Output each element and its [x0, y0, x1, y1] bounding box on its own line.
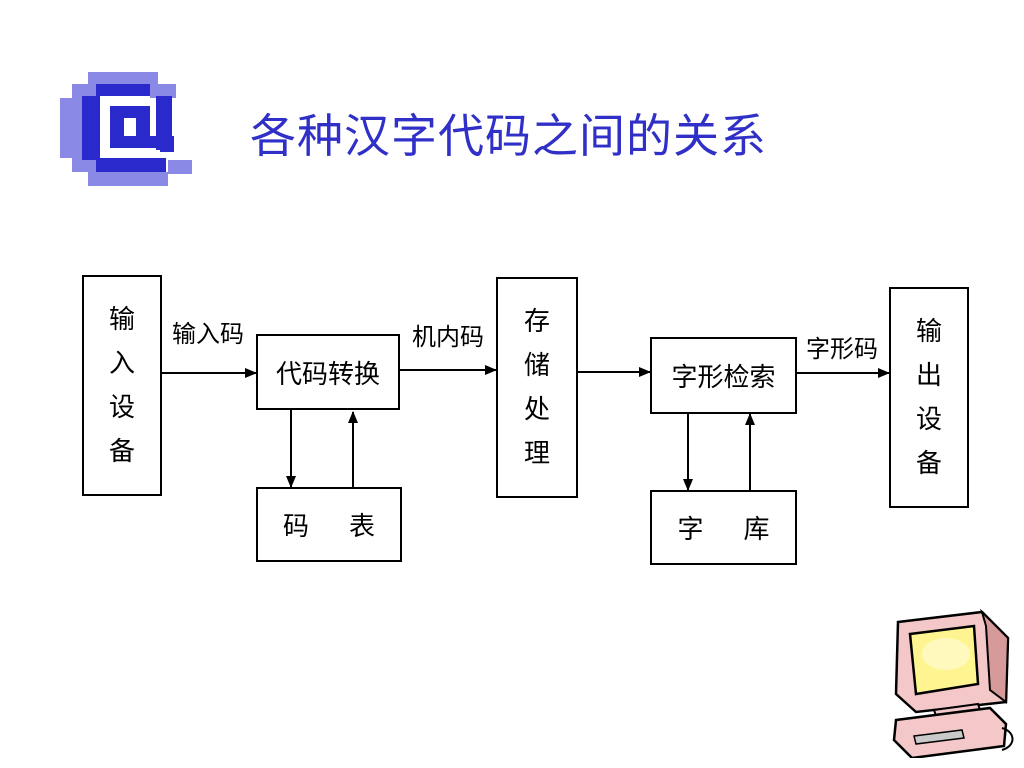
- output-device-box: 输 出 设 备: [889, 287, 969, 508]
- glyph-search-box: 字形检索: [650, 337, 797, 414]
- input-device-box: 输 入 设 备: [82, 275, 162, 496]
- code-table-box: 码 表: [256, 487, 402, 562]
- label-input-code: 输入码: [172, 320, 244, 348]
- at-sign-logo-icon: [60, 72, 192, 186]
- computer-clipart-icon: [892, 608, 1014, 758]
- page-title: 各种汉字代码之间的关系: [250, 109, 767, 163]
- font-library-box: 字 库: [650, 490, 797, 565]
- label-internal-code: 机内码: [412, 323, 484, 351]
- label-glyph-code: 字形码: [806, 335, 878, 363]
- storage-box: 存 储 处 理: [496, 277, 578, 498]
- code-convert-box: 代码转换: [256, 334, 400, 410]
